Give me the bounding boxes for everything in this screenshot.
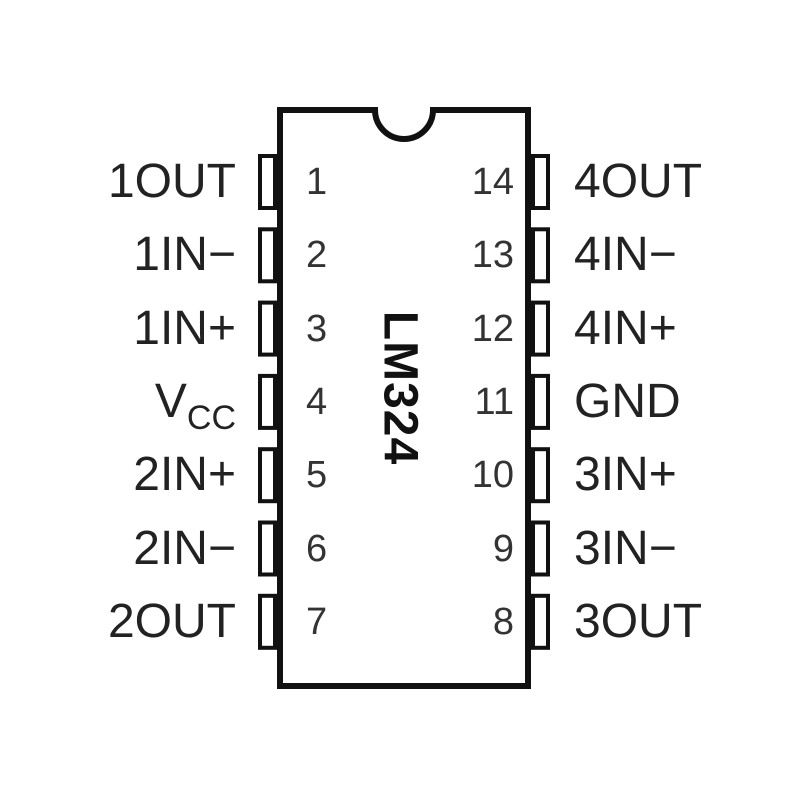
- pin-tab-right-5: [531, 520, 550, 577]
- pin-name-11: GND: [574, 374, 681, 428]
- pin-name-text: 2OUT: [107, 594, 236, 648]
- pin-name-8: 3OUT: [574, 594, 703, 648]
- pin-tab-left-2: [258, 300, 277, 357]
- pin-number: 14: [471, 161, 514, 203]
- pin-name-subscript: CC: [186, 398, 236, 437]
- pin-name-text: GND: [574, 374, 681, 428]
- pin-name-text: 1IN−: [133, 228, 236, 282]
- pin-name-text: 3IN+: [574, 448, 677, 502]
- pin-tab-right-3: [531, 373, 550, 430]
- pin-number: 13: [471, 234, 514, 277]
- pin-number: 4: [306, 380, 328, 423]
- pin-name-7: 2OUT: [107, 594, 236, 648]
- pin-tab-right-0: [531, 154, 550, 210]
- pin-number: 12: [471, 307, 514, 350]
- pin-tabs: [258, 154, 550, 650]
- pin-number: 2: [306, 234, 328, 277]
- pin-name-text: 2IN+: [133, 448, 236, 502]
- pin-name-9: 3IN−: [574, 521, 677, 575]
- pin-number: 11: [474, 380, 514, 423]
- pin-name-text: 1IN+: [133, 301, 236, 355]
- chip-part-number: LM324: [373, 310, 427, 466]
- pin-name-2: 1IN−: [133, 231, 236, 279]
- pin-tab-left-1: [258, 227, 277, 284]
- pin-name-1: 1OUT: [108, 158, 236, 206]
- pin-name-text: 3IN−: [574, 521, 677, 575]
- chip-body: [277, 107, 531, 689]
- pin-number: 10: [471, 454, 514, 497]
- pin-name-text: 3OUT: [574, 594, 703, 648]
- pin-name-text: 4IN−: [574, 228, 677, 282]
- pin-name-3: 1IN+: [133, 301, 236, 355]
- pin-number: 5: [306, 454, 328, 497]
- pin-name-text: 4OUT: [574, 155, 703, 208]
- pin-tab-left-4: [258, 447, 277, 504]
- pin-name-text: 1OUT: [107, 155, 236, 208]
- pin-name-text: 4IN+: [574, 301, 677, 355]
- pin-name-10: 3IN+: [574, 451, 677, 499]
- pin-tab-right-2: [531, 300, 550, 357]
- pin-tab-left-5: [258, 520, 277, 577]
- pin-tab-left-6: [258, 593, 277, 650]
- pin-name-14: 4OUT: [574, 158, 702, 206]
- pin-tab-right-1: [531, 227, 550, 284]
- pin-name-5: 2IN+: [133, 451, 236, 499]
- pin-number: 1: [306, 161, 328, 203]
- pin-number: 6: [306, 527, 328, 570]
- pin-tab-left-3: [258, 373, 277, 430]
- pin-name-6: 2IN−: [133, 521, 236, 575]
- pin-number: 7: [306, 600, 328, 643]
- pin-name-text: V: [154, 374, 187, 428]
- pin-number: 3: [306, 307, 328, 350]
- pin-name-12: 4IN+: [574, 301, 677, 355]
- pin-number: 9: [492, 527, 514, 570]
- pin-number: 8: [492, 600, 514, 643]
- pin-name-13: 4IN−: [574, 231, 677, 279]
- pin-name-text: 2IN−: [133, 521, 236, 575]
- pin-tab-left-0: [258, 154, 277, 210]
- pin-tab-right-6: [531, 593, 550, 650]
- pin-tab-right-4: [531, 447, 550, 504]
- pin-name-4: VCC: [154, 374, 236, 437]
